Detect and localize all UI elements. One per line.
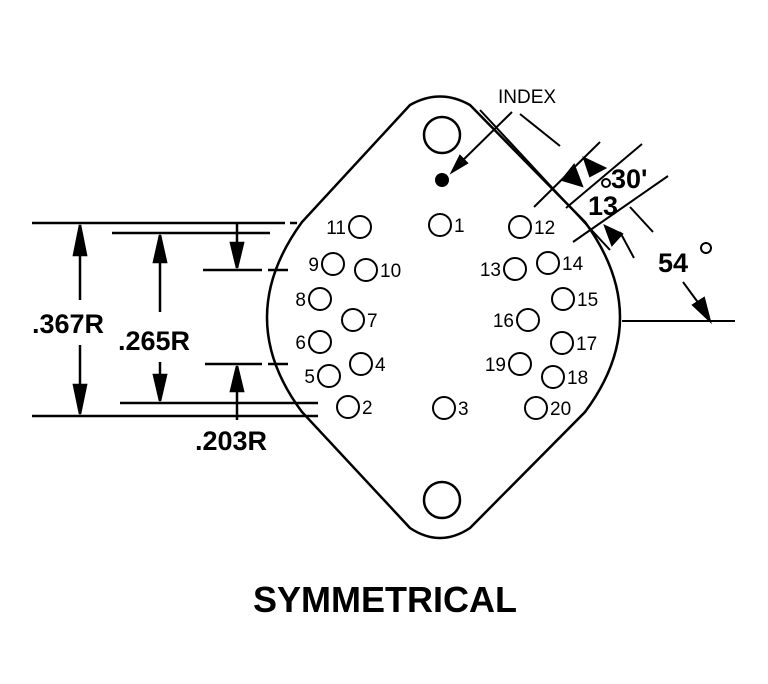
pin-label-14: 14 xyxy=(562,254,584,275)
pin-label-4: 4 xyxy=(375,355,386,376)
dim-265-label: .265R xyxy=(118,326,190,356)
degree-symbol xyxy=(700,242,712,254)
pin-hole-13 xyxy=(503,257,527,281)
pin-label-2: 2 xyxy=(362,398,373,419)
pin-hole-2 xyxy=(336,395,360,419)
pin-hole-8 xyxy=(308,287,332,311)
index-label: INDEX xyxy=(498,87,556,108)
pin-label-8: 8 xyxy=(295,290,306,311)
pin-hole-14 xyxy=(536,251,560,275)
pin-hole-1 xyxy=(428,213,452,237)
pin-label-5: 5 xyxy=(304,367,315,388)
pin-label-10: 10 xyxy=(380,261,401,282)
degree-symbol xyxy=(601,178,611,188)
pin-label-20: 20 xyxy=(550,399,571,420)
pin-label-19: 19 xyxy=(485,355,506,376)
pin-hole-4 xyxy=(349,352,373,376)
angle-30-label: 30' xyxy=(611,164,647,194)
pin-label-17: 17 xyxy=(576,334,597,355)
pin-hole-19 xyxy=(508,352,532,376)
pin-label-3: 3 xyxy=(458,399,469,420)
pin-label-11: 11 xyxy=(326,218,346,239)
pin-hole-11 xyxy=(348,215,372,239)
pin-hole-9 xyxy=(321,252,345,276)
pin-label-18: 18 xyxy=(567,368,588,389)
angle-13-label: 13 xyxy=(588,191,618,221)
pin-label-1: 1 xyxy=(454,216,465,237)
pin-label-6: 6 xyxy=(295,333,306,354)
pin-label-12: 12 xyxy=(534,218,555,239)
pin-label-15: 15 xyxy=(577,290,598,311)
dim-203-label: .203R xyxy=(195,426,267,456)
pin-label-13: 13 xyxy=(480,260,501,281)
index-dot xyxy=(435,173,449,187)
pin-hole-16 xyxy=(516,308,540,332)
pin-hole-20 xyxy=(524,396,548,420)
pin-hole-6 xyxy=(308,330,332,354)
mounting-hole-bottom xyxy=(422,480,462,520)
pin-hole-12 xyxy=(508,215,532,239)
pin-hole-18 xyxy=(541,365,565,389)
pin-label-7: 7 xyxy=(367,311,378,332)
pin-hole-5 xyxy=(317,364,341,388)
pin-hole-10 xyxy=(354,258,378,282)
connector-outline xyxy=(265,95,622,540)
pin-hole-17 xyxy=(550,331,574,355)
angle-54-label: 54 xyxy=(658,248,688,278)
pin-label-16: 16 xyxy=(493,311,514,332)
pin-label-9: 9 xyxy=(308,255,319,276)
pin-hole-7 xyxy=(341,308,365,332)
diagram-title: SYMMETRICAL xyxy=(253,579,517,620)
pin-hole-15 xyxy=(551,287,575,311)
mounting-hole-top xyxy=(422,115,462,155)
dim-367-label: .367R xyxy=(32,309,104,339)
pin-hole-3 xyxy=(432,396,456,420)
